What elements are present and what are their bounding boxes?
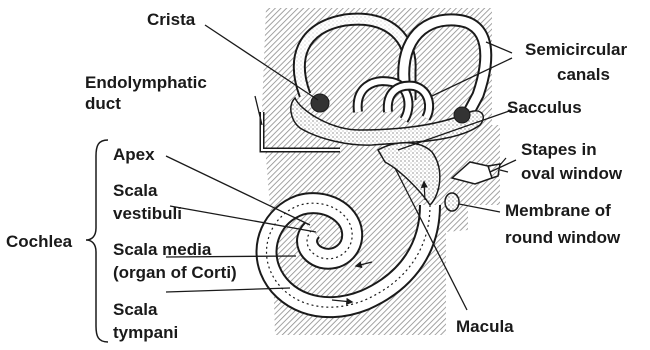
- label-sacculus: Sacculus: [507, 98, 582, 117]
- label-scala-vestibuli-line2: vestibuli: [113, 204, 182, 223]
- label-cochlea: Cochlea: [6, 232, 73, 251]
- label-scala-media-line2: (organ of Corti): [113, 263, 237, 282]
- label-apex: Apex: [113, 145, 155, 164]
- label-semicircular-canals-line2: canals: [557, 65, 610, 84]
- label-stapes-line1: Stapes in: [521, 140, 597, 159]
- label-endolymphatic-duct-line2: duct: [85, 94, 121, 113]
- label-membrane-line2: round window: [505, 228, 621, 247]
- label-semicircular-canals-line1: Semicircular: [525, 40, 627, 59]
- label-scala-vestibuli-line1: Scala: [113, 181, 158, 200]
- crista-ampulla-right: [454, 107, 470, 123]
- round-window-membrane: [445, 193, 459, 211]
- label-stapes-line2: oval window: [521, 164, 623, 183]
- label-scala-tympani-line1: Scala: [113, 300, 158, 319]
- label-scala-tympani-line2: tympani: [113, 323, 178, 342]
- label-scala-media-line1: Scala media: [113, 240, 212, 259]
- label-membrane-line1: Membrane of: [505, 201, 611, 220]
- cochlea-brace: [86, 140, 108, 342]
- label-macula: Macula: [456, 317, 514, 336]
- label-endolymphatic-duct-line1: Endolymphatic: [85, 73, 207, 92]
- label-crista: Crista: [147, 10, 196, 29]
